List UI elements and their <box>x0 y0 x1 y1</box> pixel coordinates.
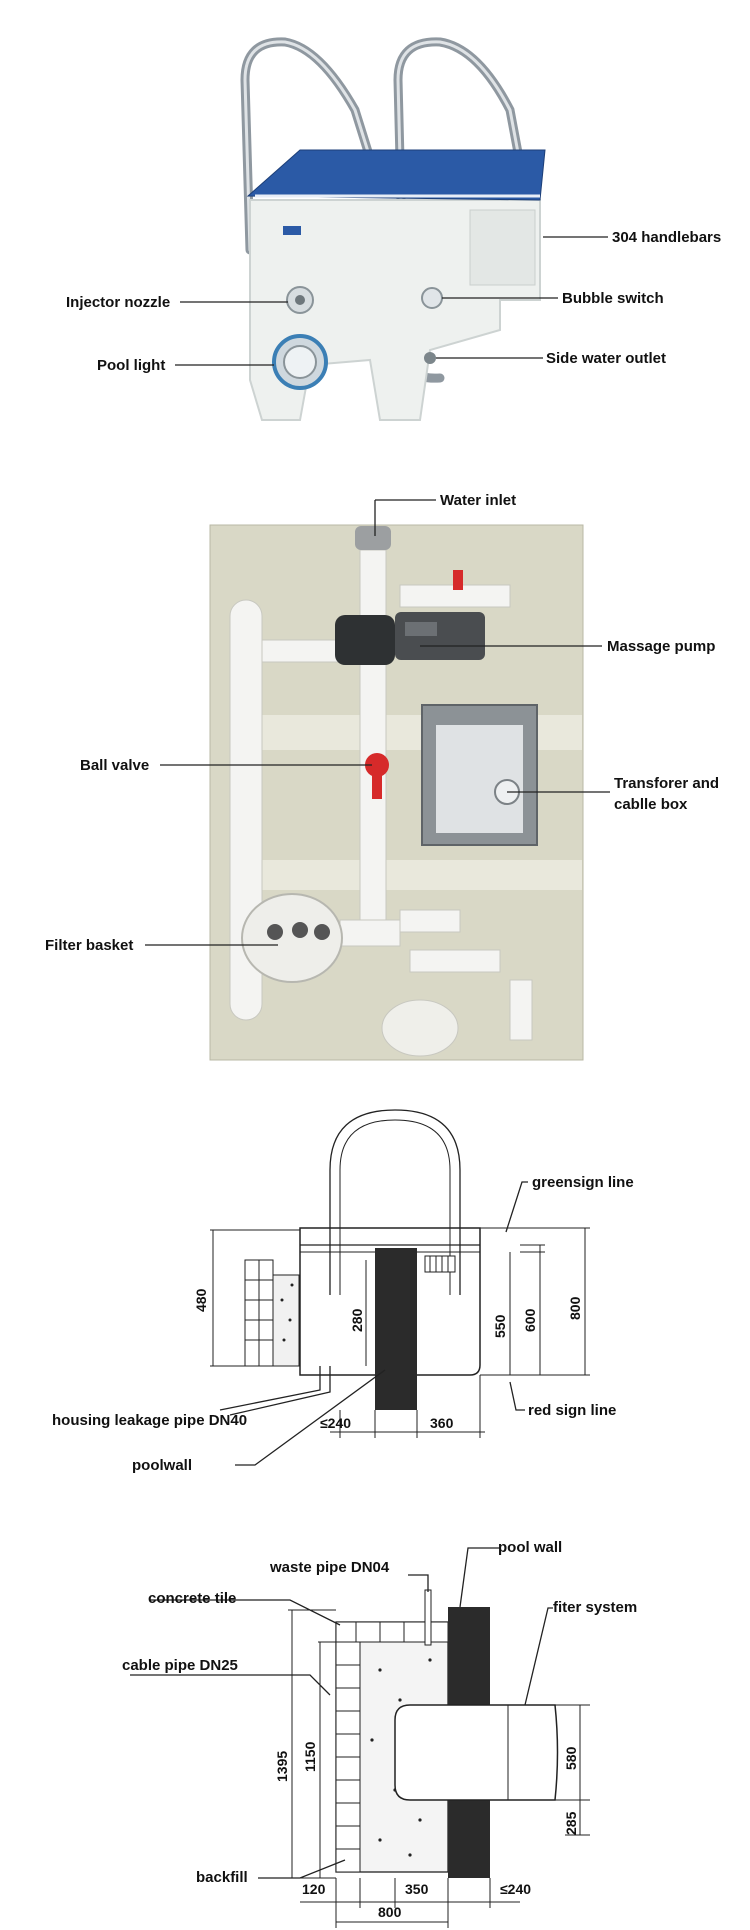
label-pool-light: Pool light <box>97 357 165 374</box>
section-drawing-2: 1395 1150 580 285 120 350 ≤240 800 waste… <box>0 1490 750 1930</box>
label-transformer-line2: cablle box <box>614 796 688 813</box>
label-green-sign-line: greensign line <box>532 1174 634 1191</box>
section-drawing-1-svg: 480 280 550 600 800 ≤240 360 greensign l… <box>52 1109 634 1474</box>
dim-580: 580 <box>563 1746 579 1770</box>
transformer-cable-box <box>421 704 538 846</box>
housing-body <box>249 199 541 421</box>
blue-lid <box>246 149 546 201</box>
label-poolwall: poolwall <box>132 1457 192 1474</box>
product-illustration: 304 handlebars Injector nozzle Bubble sw… <box>66 37 721 421</box>
concrete-block <box>244 1259 300 1367</box>
pool-wall-column-bottom <box>448 1800 490 1878</box>
dim-360: 360 <box>430 1415 454 1431</box>
dim-800: 800 <box>567 1296 583 1320</box>
vertical-pipe-main <box>359 549 387 931</box>
dim-550: 550 <box>492 1314 508 1338</box>
waste-pipe <box>424 1589 432 1646</box>
label-handlebars: 304 handlebars <box>612 229 721 246</box>
label-transformer-line1: Transforer and <box>614 775 719 792</box>
label-filter-basket: Filter basket <box>45 937 133 954</box>
label-massage-pump: Massage pump <box>607 638 715 655</box>
dim-280: 280 <box>349 1308 365 1332</box>
housing-outline <box>299 1227 481 1376</box>
label-housing-leakage-pipe: housing leakage pipe DN40 <box>52 1412 247 1429</box>
side-water-outlet-icon <box>424 352 436 364</box>
label-concrete-tile: concrete tile <box>148 1590 236 1607</box>
dim-350: 350 <box>405 1881 429 1897</box>
interior-illustration: Water inlet Massage pump Ball valve Tran… <box>45 492 719 1061</box>
dim-800b: 800 <box>378 1904 402 1920</box>
dim-1150: 1150 <box>302 1741 318 1772</box>
dim-480: 480 <box>193 1288 209 1312</box>
handlebar-left <box>240 37 385 255</box>
section-drawing-2-svg: 1395 1150 580 285 120 350 ≤240 800 waste… <box>122 1539 637 1928</box>
dim-120: 120 <box>302 1881 326 1897</box>
label-water-inlet: Water inlet <box>440 492 516 509</box>
pool-wall-block <box>375 1248 417 1410</box>
bubble-switch-icon <box>421 287 443 309</box>
label-backfill: backfill <box>196 1869 248 1886</box>
dim-240: ≤240 <box>320 1415 351 1431</box>
label-injector-nozzle: Injector nozzle <box>66 294 170 311</box>
injector-nozzle-icon <box>286 286 314 314</box>
pool-wall-column-top <box>448 1607 490 1717</box>
label-filter-system: fiter system <box>553 1599 637 1616</box>
upper-valve-handle-icon <box>453 570 463 590</box>
water-inlet-cap-icon <box>355 526 391 550</box>
dim-1395: 1395 <box>274 1751 290 1782</box>
ball-valve-icon <box>365 753 389 799</box>
label-waste-pipe: waste pipe DN04 <box>269 1559 390 1576</box>
dim-240b: ≤240 <box>500 1881 531 1897</box>
massage-pump-icon <box>335 612 485 665</box>
outlet-grille-icon <box>424 1255 456 1273</box>
filter-basket-icon <box>241 893 343 983</box>
label-side-water-outlet: Side water outlet <box>546 350 666 367</box>
label-red-sign-line: red sign line <box>528 1402 616 1419</box>
label-pool-wall: pool wall <box>498 1539 562 1556</box>
filter-system-housing <box>394 1704 559 1801</box>
label-ball-valve: Ball valve <box>80 757 149 774</box>
interior-photo-panel: Water inlet Massage pump Ball valve Tran… <box>0 440 750 1070</box>
section-drawing-1: 480 280 550 600 800 ≤240 360 greensign l… <box>0 1070 750 1490</box>
label-cable-pipe: cable pipe DN25 <box>122 1657 238 1674</box>
product-photo-panel: 304 handlebars Injector nozzle Bubble sw… <box>0 0 750 440</box>
pool-light-icon <box>272 334 328 390</box>
dim-600: 600 <box>522 1308 538 1332</box>
label-bubble-switch: Bubble switch <box>562 290 664 307</box>
dim-285: 285 <box>563 1811 579 1835</box>
